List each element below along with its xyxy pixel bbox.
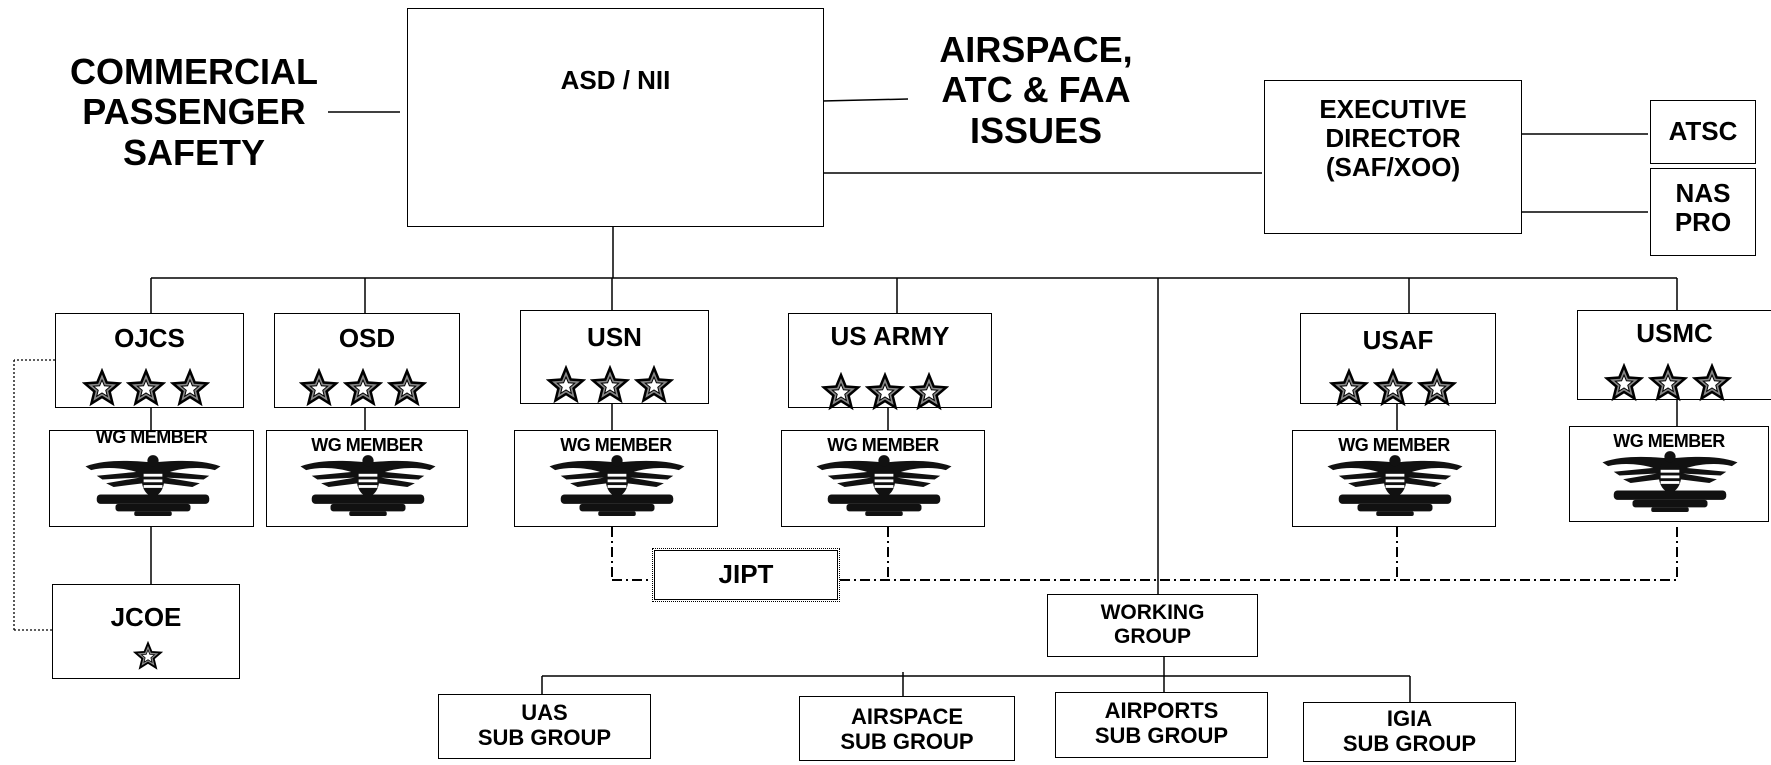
star-icon — [1692, 363, 1732, 402]
ojcs-eagle — [78, 453, 228, 524]
jipt-label: JIPT — [718, 559, 774, 589]
star-icon — [865, 372, 905, 411]
star-icon — [821, 372, 861, 411]
star-icon — [387, 368, 427, 407]
igia-sub-group-box: IGIA SUB GROUP — [1303, 702, 1516, 762]
ojcs-box: OJCS — [55, 313, 244, 408]
atsc-label: ATSC — [1668, 116, 1738, 146]
usaf-box: USAF — [1300, 313, 1496, 407]
usaf-stars — [1329, 368, 1457, 408]
star-icon — [170, 368, 210, 407]
star-icon — [126, 368, 166, 407]
osd-eagle — [293, 453, 443, 524]
star-icon — [1417, 368, 1457, 407]
usmc-box: USMC — [1577, 310, 1771, 403]
ojcs-wg-member-label: WG MEMBER — [95, 430, 208, 447]
us-army-wg-member-box: WG MEMBER — [781, 430, 985, 527]
star-icon — [343, 368, 383, 407]
star-icon — [1648, 363, 1688, 402]
jcoe-label: JCOE — [110, 602, 182, 632]
star-icon — [590, 365, 630, 404]
working-group-box: WORKING GROUP — [1047, 594, 1258, 657]
us-army-stars — [821, 372, 949, 412]
igia-sub-group-label: IGIA SUB GROUP — [1342, 706, 1477, 756]
osd-stars — [299, 368, 427, 408]
working-group-label: WORKING GROUP — [1100, 601, 1205, 648]
jcoe-box: JCOE — [52, 584, 240, 679]
usn-wg-member-label: WG MEMBER — [560, 435, 672, 455]
usmc-wg-member-label: WG MEMBER — [1613, 431, 1725, 451]
osd-label: OSD — [338, 323, 396, 353]
star-icon — [909, 372, 949, 411]
asd-nii-label: ASD / NII — [560, 65, 671, 95]
jcoe-stars — [133, 641, 163, 671]
star-icon — [1604, 363, 1644, 402]
us-army-label: US ARMY — [830, 321, 950, 351]
executive-director-label: EXECUTIVE DIRECTOR (SAF/XOO) — [1319, 94, 1467, 183]
usn-label: USN — [587, 322, 642, 352]
ojcs-wg-member-box: WG MEMBER — [49, 430, 254, 527]
usaf-wg-member-label: WG MEMBER — [1338, 435, 1450, 455]
usmc-eagle — [1595, 449, 1745, 520]
star-icon — [133, 641, 163, 670]
osd-box: OSD — [274, 313, 460, 408]
star-icon — [82, 368, 122, 407]
airports-sub-group-label: AIRPORTS SUB GROUP — [1094, 698, 1229, 748]
jipt-box: JIPT — [652, 548, 840, 602]
usn-eagle — [542, 453, 692, 524]
commercial-passenger-safety-label: COMMERCIAL PASSENGER SAFETY — [70, 51, 318, 173]
nas-pro-label: NAS PRO — [1674, 178, 1732, 238]
star-icon — [1373, 368, 1413, 407]
executive-director-box: EXECUTIVE DIRECTOR (SAF/XOO) — [1264, 80, 1522, 234]
atsc-box: ATSC — [1650, 100, 1756, 164]
eagle-insignia-icon — [85, 455, 220, 516]
usaf-eagle — [1320, 453, 1470, 524]
usmc-wg-member-box: WG MEMBER — [1569, 426, 1769, 522]
star-icon — [634, 365, 674, 404]
us-army-box: US ARMY — [788, 313, 992, 411]
eagle-insignia-icon — [816, 455, 952, 516]
eagle-insignia-icon — [1602, 451, 1738, 512]
ojcs-label: OJCS — [114, 323, 185, 353]
usaf-wg-member-box: WG MEMBER — [1292, 430, 1496, 527]
osd-wg-member-label: WG MEMBER — [311, 435, 423, 455]
osd-wg-member-box: WG MEMBER — [266, 430, 468, 527]
ojcs-stars — [82, 368, 210, 408]
eagle-insignia-icon — [1327, 455, 1463, 516]
us-army-wg-member-label: WG MEMBER — [827, 435, 939, 455]
usn-box: USN — [520, 310, 709, 404]
usn-stars — [546, 365, 674, 405]
airports-sub-group-box: AIRPORTS SUB GROUP — [1055, 692, 1268, 758]
usn-wg-member-box: WG MEMBER — [514, 430, 718, 527]
star-icon — [546, 365, 586, 404]
usaf-label: USAF — [1362, 325, 1434, 355]
nas-pro-box: NAS PRO — [1650, 168, 1756, 256]
airspace-sub-group-label: AIRSPACE SUB GROUP — [840, 704, 974, 754]
usmc-label: USMC — [1636, 318, 1713, 348]
uas-sub-group-label: UAS SUB GROUP — [477, 700, 612, 750]
airspace-issues-label: AIRSPACE, ATC & FAA ISSUES — [939, 29, 1133, 151]
asd-nii-box: ASD / NII — [407, 8, 824, 227]
us-army-eagle — [809, 453, 959, 524]
star-icon — [299, 368, 339, 407]
airspace-sub-group-box: AIRSPACE SUB GROUP — [799, 696, 1015, 761]
eagle-insignia-icon — [300, 455, 436, 516]
star-icon — [1329, 368, 1369, 407]
uas-sub-group-box: UAS SUB GROUP — [438, 694, 651, 759]
usmc-stars — [1604, 363, 1732, 403]
eagle-insignia-icon — [549, 455, 685, 516]
